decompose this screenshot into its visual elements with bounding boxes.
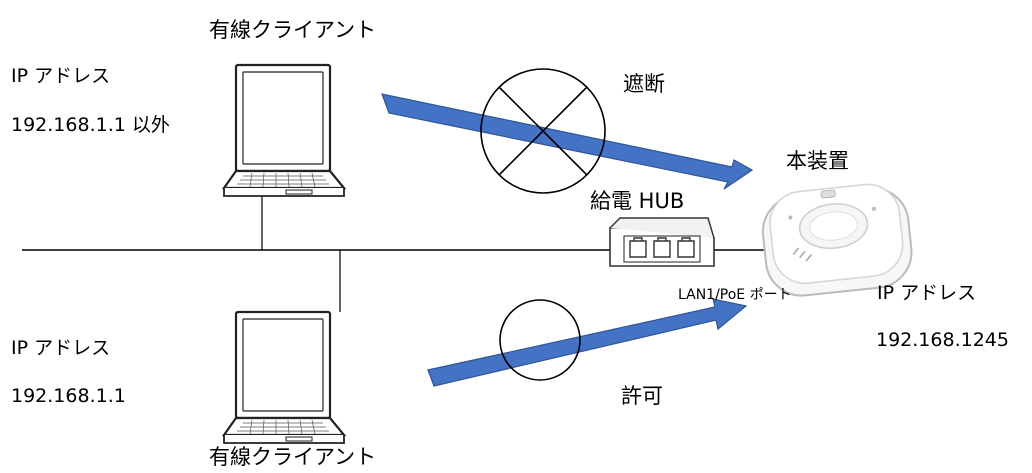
poe-hub-icon — [609, 217, 715, 267]
bottom-client-ip-value: 192.168.1.1 — [11, 385, 126, 407]
bottom-laptop-icon — [221, 310, 347, 444]
device-ip-label: IP アドレス — [877, 282, 977, 304]
blocked-symbol — [480, 68, 606, 194]
access-point-icon — [761, 183, 913, 297]
allowed-symbol — [499, 299, 581, 381]
blocked-label: 遮断 — [623, 72, 665, 96]
bottom-client-title: 有線クライアント — [209, 445, 377, 469]
top-client-ip-label: IP アドレス — [11, 65, 111, 87]
allowed-label: 許可 — [621, 384, 663, 408]
bottom-client-ip-label: IP アドレス — [11, 337, 111, 359]
top-client-ip-value: 192.168.1.1 以外 — [11, 114, 170, 136]
blocked-arrow — [381, 93, 754, 190]
allowed-arrow — [427, 298, 748, 387]
port-label: LAN1/PoE ポート — [678, 287, 792, 303]
top-client-title: 有線クライアント — [209, 18, 377, 42]
top-laptop-icon — [221, 63, 347, 197]
device-ip-value: 192.168.1245 — [876, 329, 1009, 351]
device-title: 本装置 — [786, 149, 849, 173]
hub-label: 給電 HUB — [590, 189, 685, 213]
